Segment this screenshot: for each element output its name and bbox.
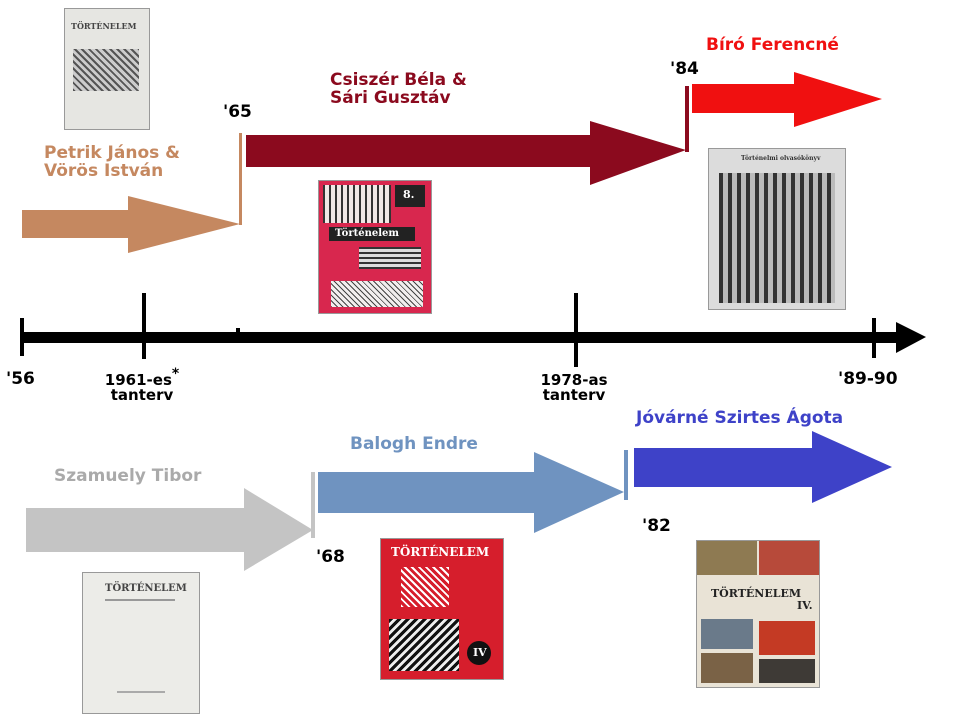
arrow-petrik [22, 133, 242, 253]
label-start-year: '56 [6, 369, 35, 389]
book-biro-illustration [719, 173, 835, 303]
book-cover-balogh: TÖRTÉNELEM IV [380, 538, 504, 680]
label-end-year: '89-90 [838, 369, 898, 389]
author-petrik: Petrik János & Vörös István [44, 143, 180, 181]
timeline-axis [20, 293, 926, 367]
book-jovarne-photo-1 [697, 541, 757, 575]
book-balogh-title: TÖRTÉNELEM [391, 545, 490, 559]
book-jovarne-volume: IV. [797, 599, 813, 612]
book-petrik-illustration [73, 49, 139, 91]
book-jovarne-photo-4 [759, 621, 815, 655]
label-year-84: '84 [670, 59, 699, 79]
author-csiszer: Csiszér Béla & Sári Gusztáv [330, 70, 467, 108]
author-csiszer-line2: Sári Gusztáv [330, 87, 451, 108]
book-szamuely-publisher-line [117, 691, 165, 693]
label-year-68: '68 [316, 547, 345, 567]
label-1961-sub: tanterv [110, 386, 174, 404]
book-cover-biro: Történelmi olvasókönyv [708, 148, 846, 310]
book-cover-csiszer: 8. Történelem [318, 180, 432, 314]
author-petrik-line1: Petrik János & [44, 143, 180, 163]
book-csiszer-illustration-bottom [331, 281, 423, 307]
arrow-balogh [318, 450, 628, 533]
book-biro-title: Történelmi olvasókönyv [741, 155, 821, 162]
book-jovarne-photo-5 [701, 653, 753, 683]
book-cover-szamuely: TÖRTÉNELEM [82, 572, 200, 714]
book-cover-petrik: TÖRTÉNELEM [64, 8, 150, 130]
book-jovarne-photo-3 [701, 619, 753, 649]
author-balogh: Balogh Endre [350, 434, 478, 454]
author-csiszer-line1: Csiszér Béla & [330, 70, 467, 90]
author-szamuely: Szamuely Tibor [54, 466, 202, 486]
book-csiszer-title-box [329, 227, 415, 241]
arrow-biro [692, 72, 882, 127]
label-year-65: '65 [223, 102, 252, 122]
book-cover-jovarne: TÖRTÉNELEM IV. [696, 540, 820, 688]
book-jovarne-photo-2 [759, 541, 819, 575]
arrow-csiszer [246, 86, 689, 185]
book-balogh-illustration-top [401, 567, 449, 607]
label-1978: 1978-as [540, 371, 608, 389]
book-jovarne-photo-6 [759, 659, 815, 683]
label-1961-star: * [171, 366, 180, 382]
book-balogh-volume: IV [473, 646, 487, 659]
book-csiszer-illustration-top [323, 185, 391, 223]
author-petrik-line2: Vörös István [44, 160, 164, 181]
label-1961: 1961-es [104, 371, 172, 389]
label-1961-curriculum: 1961-es* tanterv [94, 367, 190, 404]
book-petrik-title: TÖRTÉNELEM [71, 21, 137, 31]
arrow-jovarne [634, 431, 892, 503]
label-1978-curriculum: 1978-as tanterv [526, 373, 622, 403]
book-jovarne-title: TÖRTÉNELEM [711, 587, 802, 600]
book-csiszer-number: 8. [403, 188, 415, 201]
book-szamuely-title: TÖRTÉNELEM [105, 583, 187, 594]
book-balogh-volume-circle [467, 641, 491, 665]
label-1978-sub: tanterv [542, 386, 606, 404]
author-jovarne: Jóvárné Szirtes Ágota [636, 408, 844, 428]
arrow-szamuely [26, 472, 315, 571]
author-biro: Bíró Ferencné [706, 35, 839, 55]
label-year-82: '82 [642, 516, 671, 536]
book-csiszer-illustration-mid [359, 247, 421, 269]
book-csiszer-number-box [395, 185, 425, 207]
book-szamuely-subtitle-line [105, 599, 175, 601]
book-csiszer-title: Történelem [335, 228, 399, 239]
book-balogh-illustration-bottom [389, 619, 459, 671]
